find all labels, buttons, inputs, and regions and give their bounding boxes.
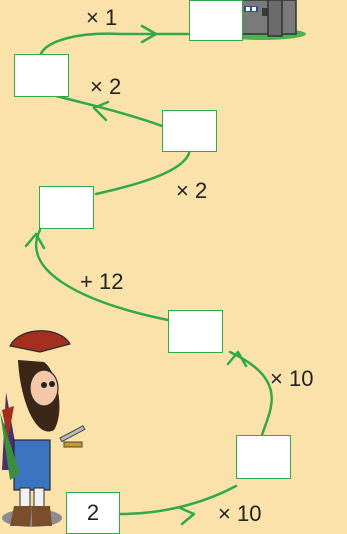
path-segment <box>228 350 273 437</box>
answer-box[interactable] <box>39 186 94 229</box>
path-segment <box>34 228 170 322</box>
path-segment <box>94 146 192 196</box>
answer-box[interactable] <box>236 435 291 479</box>
operation-label: × 2 <box>90 74 122 99</box>
arrow-head-icon <box>92 100 110 122</box>
operation-label: × 10 <box>270 366 314 391</box>
arrow-head-icon <box>226 350 248 368</box>
operation-label: + 12 <box>80 269 124 294</box>
start-number-box: 2 <box>66 492 120 534</box>
operation-label: × 2 <box>176 178 208 203</box>
musketeer-icon <box>0 330 86 527</box>
path-segment <box>38 32 190 58</box>
operation-label: × 10 <box>218 501 262 526</box>
operation-label: × 1 <box>86 5 118 30</box>
answer-box[interactable] <box>168 310 223 353</box>
path-segment <box>118 484 238 516</box>
arrow-head-icon <box>178 506 196 526</box>
answer-box[interactable] <box>162 110 217 152</box>
arrow-head-icon <box>24 232 46 250</box>
answer-box[interactable] <box>189 0 243 41</box>
arrow-head-icon <box>140 24 158 44</box>
answer-box[interactable] <box>14 54 69 97</box>
